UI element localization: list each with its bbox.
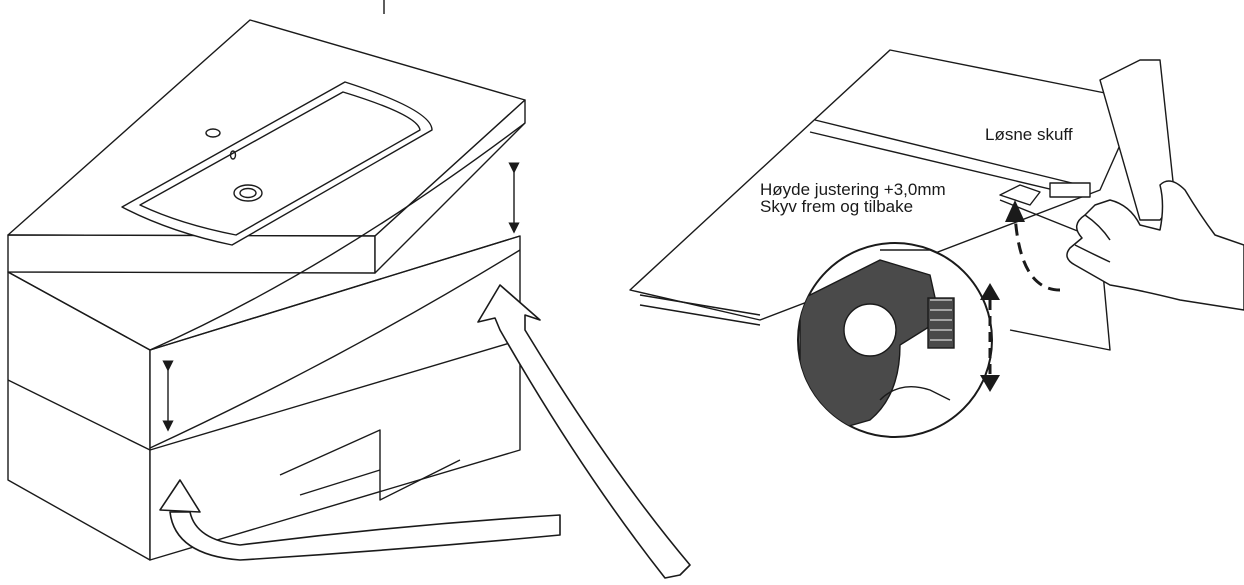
upper-drawer-curve xyxy=(149,122,526,351)
basin-outline xyxy=(121,81,433,246)
zoom-detail xyxy=(797,242,1000,438)
bracket-lower xyxy=(879,386,951,401)
drawer-divider xyxy=(149,339,521,451)
cabinet-side-panel xyxy=(999,199,1111,351)
drawer-detail xyxy=(629,49,1176,351)
hand-illustration xyxy=(1066,180,1244,311)
rail-top-inner xyxy=(809,131,1076,196)
tap-hole xyxy=(205,128,221,138)
adjust-arrow-up xyxy=(980,283,1000,300)
rail-top xyxy=(814,119,1081,186)
label-loosen-drawer: Løsne skuff xyxy=(985,125,1073,144)
cabinet-left-side xyxy=(7,271,151,561)
finger-line-1 xyxy=(1084,214,1111,241)
lower-drawer-curve xyxy=(149,249,521,449)
overflow-hole xyxy=(229,150,237,160)
release-dashed-arrow xyxy=(1013,214,1061,292)
countertop-front xyxy=(7,234,376,274)
drain-inner xyxy=(239,187,257,199)
adjust-arrow-down xyxy=(980,375,1000,392)
curved-arrow-right xyxy=(477,284,691,579)
curved-arrow-lower xyxy=(169,511,561,561)
drain-outer xyxy=(233,184,263,202)
open-shelf xyxy=(279,429,461,501)
basin-inner xyxy=(139,91,421,236)
rail-bottom-inner xyxy=(639,304,761,326)
hand-shape xyxy=(1066,180,1244,311)
adjuster-hole xyxy=(843,303,897,357)
rail-bracket xyxy=(1049,182,1091,198)
side-divider xyxy=(7,379,151,451)
label-slide-instruction: Skyv frem og tilbake xyxy=(760,197,914,216)
shelf-inner-line xyxy=(299,469,381,496)
screw-ridges xyxy=(930,299,952,341)
release-lever xyxy=(999,184,1041,206)
finger-line-2 xyxy=(1074,244,1111,263)
curved-arrow-lower-head xyxy=(159,479,201,513)
label-height-adjust: Høyde justering +3,0mm xyxy=(760,180,946,199)
cabinet-front xyxy=(149,235,521,561)
rail-bottom xyxy=(639,294,761,316)
vanity-cabinet xyxy=(7,0,526,561)
release-dashed-arrow-head xyxy=(1005,200,1025,222)
curved-arrows xyxy=(159,284,691,579)
